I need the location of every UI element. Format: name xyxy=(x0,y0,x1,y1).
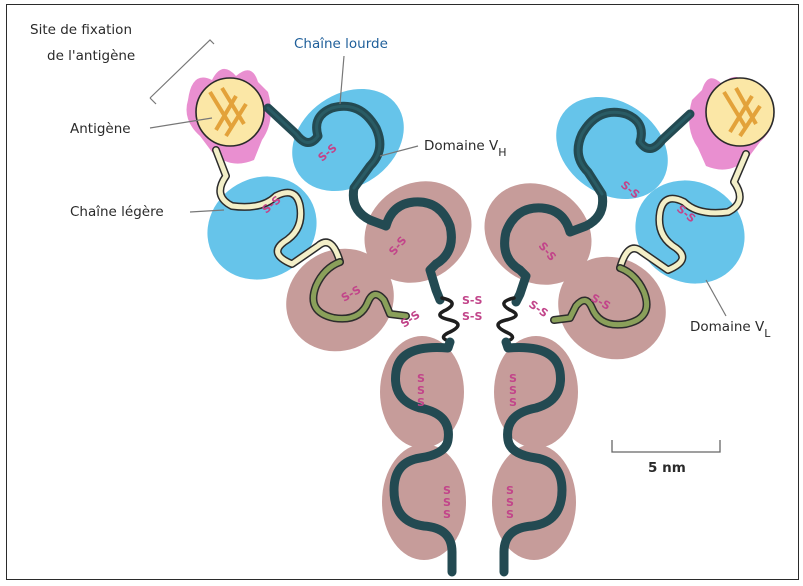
binding-site-label-line2: de l'antigène xyxy=(47,48,135,64)
ss-left-ch2-c: S xyxy=(417,396,425,409)
ss-left-hl: S-S xyxy=(398,308,422,330)
vh-domain-main: Domaine V xyxy=(424,138,499,154)
antigen-label: Antigène xyxy=(70,121,131,137)
vl-pointer xyxy=(706,280,726,316)
scale-bar-line xyxy=(612,440,720,452)
scale-bar: 5 nm xyxy=(612,440,720,476)
light-chain-label: Chaîne légère xyxy=(70,204,164,220)
ss-left-ch3-c: S xyxy=(443,508,451,521)
ss-right-hl: S-S xyxy=(526,298,550,320)
vl-domain-label: Domaine VL xyxy=(690,319,771,340)
vh-domain-label: Domaine VH xyxy=(424,138,507,159)
ss-hinge-2: S-S xyxy=(462,310,482,323)
vl-domain-sub: L xyxy=(764,327,771,340)
ss-right-ch2-c: S xyxy=(509,396,517,409)
scale-bar-label: 5 nm xyxy=(648,460,686,476)
vl-domain-main: Domaine V xyxy=(690,319,765,335)
ss-right-ch3-c: S xyxy=(506,508,514,521)
ss-hinge-1: S-S xyxy=(462,294,482,307)
left-antigen xyxy=(187,69,271,164)
left-antigen-circle xyxy=(196,78,264,146)
binding-site-bracket-end xyxy=(150,98,156,104)
heavy-chain-label: Chaîne lourde xyxy=(294,36,388,52)
right-antigen xyxy=(689,77,774,170)
vh-domain-sub: H xyxy=(498,146,506,159)
binding-site-label-line1: Site de fixation xyxy=(30,22,132,38)
left-hinge xyxy=(440,298,458,342)
